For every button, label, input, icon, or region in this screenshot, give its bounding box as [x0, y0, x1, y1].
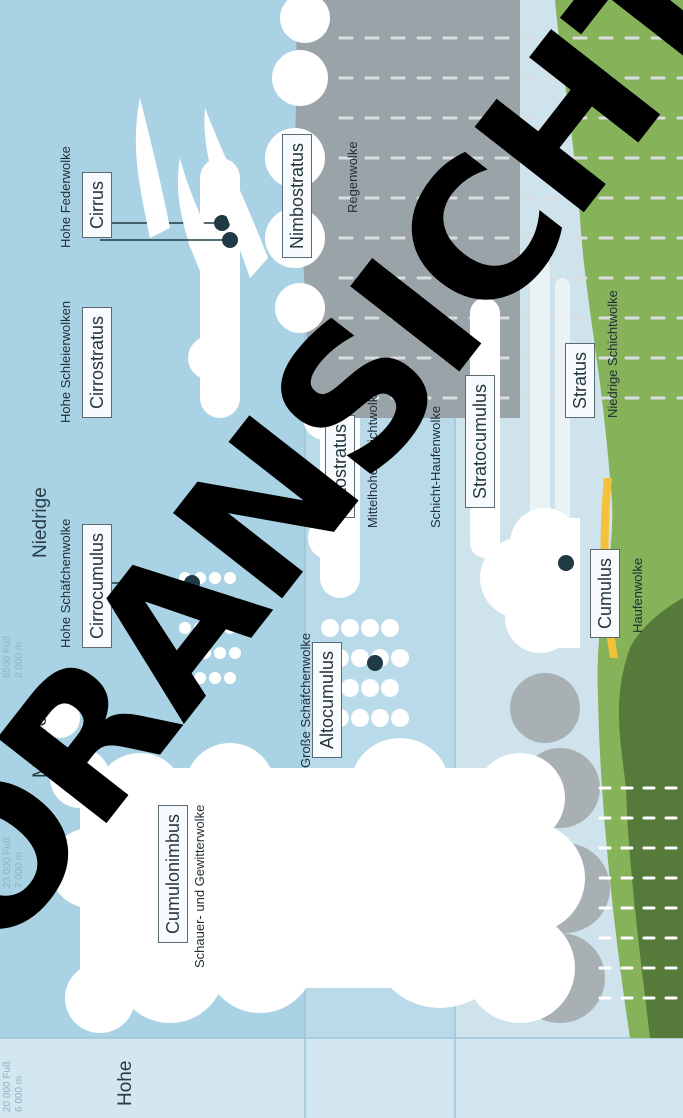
zone-label-low: Niedrige [30, 487, 52, 558]
nimbostratus-label: Nimbostratus [282, 134, 312, 258]
left-zone-column [0, 1038, 683, 1118]
cirrus-desc: Hohe Federwolke [58, 146, 74, 248]
cumulonimbus-desc: Schauer- und Gewitterwolke [192, 805, 208, 968]
cumulonimbus-label: Cumulonimbus [158, 805, 188, 943]
cumulus-desc: Haufenwolke [630, 558, 646, 633]
nimbostratus-desc: Regenwolke [345, 141, 361, 213]
cumulus-label: Cumulus [590, 549, 620, 638]
zone-label-high: Hohe [115, 1061, 137, 1106]
altitude-high-m: 6 000 m [14, 1076, 25, 1112]
stratus-label: Stratus [565, 343, 595, 418]
altocumulus-label: Altocumulus [312, 642, 342, 758]
cirrostratus-label: Cirrostratus [82, 307, 112, 418]
cirrus-label: Cirrus [82, 172, 112, 238]
altitude-high-ft: 20 000 Fuß [2, 1061, 13, 1112]
stratus-desc: Niedrige Schichtwolke [605, 290, 621, 418]
cirrostratus-desc: Hohe Schleierwolken [58, 301, 74, 423]
